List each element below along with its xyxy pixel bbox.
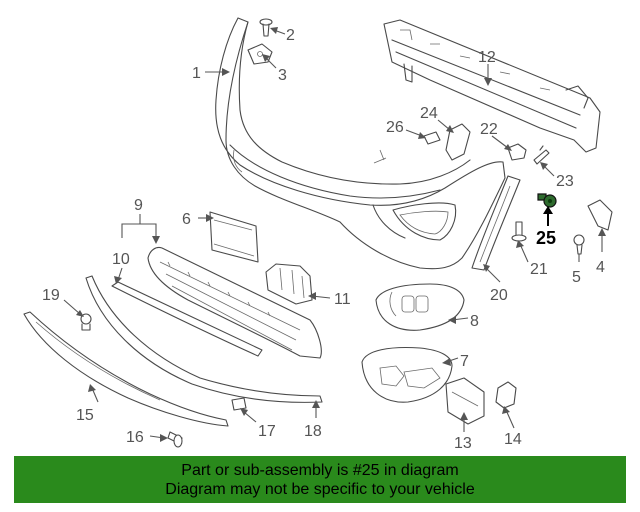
callout-4: 4 [596, 259, 605, 276]
callout-22: 22 [480, 121, 498, 138]
part-21-bolt [511, 221, 527, 242]
part-7-fog-lamp [361, 347, 453, 403]
parts-diagram: 1 2 3 12 24 26 22 23 25 4 5 21 20 6 9 10… [23, 17, 613, 452]
callout-10: 10 [112, 251, 130, 268]
callout-1: 1 [192, 65, 201, 82]
callout-16: 16 [126, 429, 144, 446]
callout-5: 5 [572, 269, 581, 286]
part-22-clip [507, 143, 527, 161]
part-14-clip [495, 381, 517, 409]
callout-6: 6 [182, 211, 191, 228]
part-2-clip [259, 18, 273, 37]
part-24-bracket [445, 123, 471, 161]
part-6-plate-bracket [209, 211, 259, 263]
part-5-fastener [573, 234, 585, 255]
callout-13: 13 [454, 435, 472, 452]
part-11-sensor-bracket [265, 263, 313, 305]
callout-2: 2 [286, 27, 295, 44]
part-17-pad [231, 397, 247, 411]
callout-14: 14 [504, 431, 522, 448]
part-15-lower-valance [23, 311, 229, 427]
callout-11: 11 [334, 291, 351, 308]
part-26-pad [423, 131, 441, 145]
part-18-lower-strip [85, 275, 323, 403]
part-13-module [445, 377, 485, 425]
part-9-grille [147, 246, 322, 359]
part-12-reinforcement-beam [383, 19, 601, 153]
part-8-fog-bezel [375, 283, 465, 331]
part-16-bolt [167, 431, 183, 448]
leader-lines [63, 27, 606, 442]
part-4-cover [587, 199, 613, 231]
callout-9: 9 [134, 197, 143, 214]
banner-line-2: Diagram may not be specific to your vehi… [165, 480, 475, 498]
callout-18: 18 [304, 423, 322, 440]
callout-15: 15 [76, 407, 94, 424]
callout-20: 20 [490, 287, 508, 304]
part-23-pin [533, 145, 550, 165]
callout-3: 3 [278, 67, 287, 84]
info-banner: Part or sub-assembly is #25 in diagram D… [14, 456, 626, 503]
part-1-bumper-cover [215, 17, 506, 270]
callout-19: 19 [42, 287, 60, 304]
callout-26: 26 [386, 119, 404, 136]
callout-25: 25 [536, 228, 556, 248]
callout-12: 12 [478, 49, 496, 66]
callout-7: 7 [460, 353, 469, 370]
callout-24: 24 [420, 105, 438, 122]
banner-line-1: Part or sub-assembly is #25 in diagram [181, 461, 459, 479]
callout-17: 17 [258, 423, 276, 440]
callout-23: 23 [556, 173, 574, 190]
part-25-bolt [537, 193, 557, 208]
callout-8: 8 [470, 313, 479, 330]
part-20-side-bracket [471, 175, 521, 271]
part-10-grille-trim [111, 281, 263, 357]
callout-21: 21 [530, 261, 548, 278]
callout-labels: 1 2 3 12 24 26 22 23 25 4 5 21 20 6 9 10… [42, 27, 605, 452]
